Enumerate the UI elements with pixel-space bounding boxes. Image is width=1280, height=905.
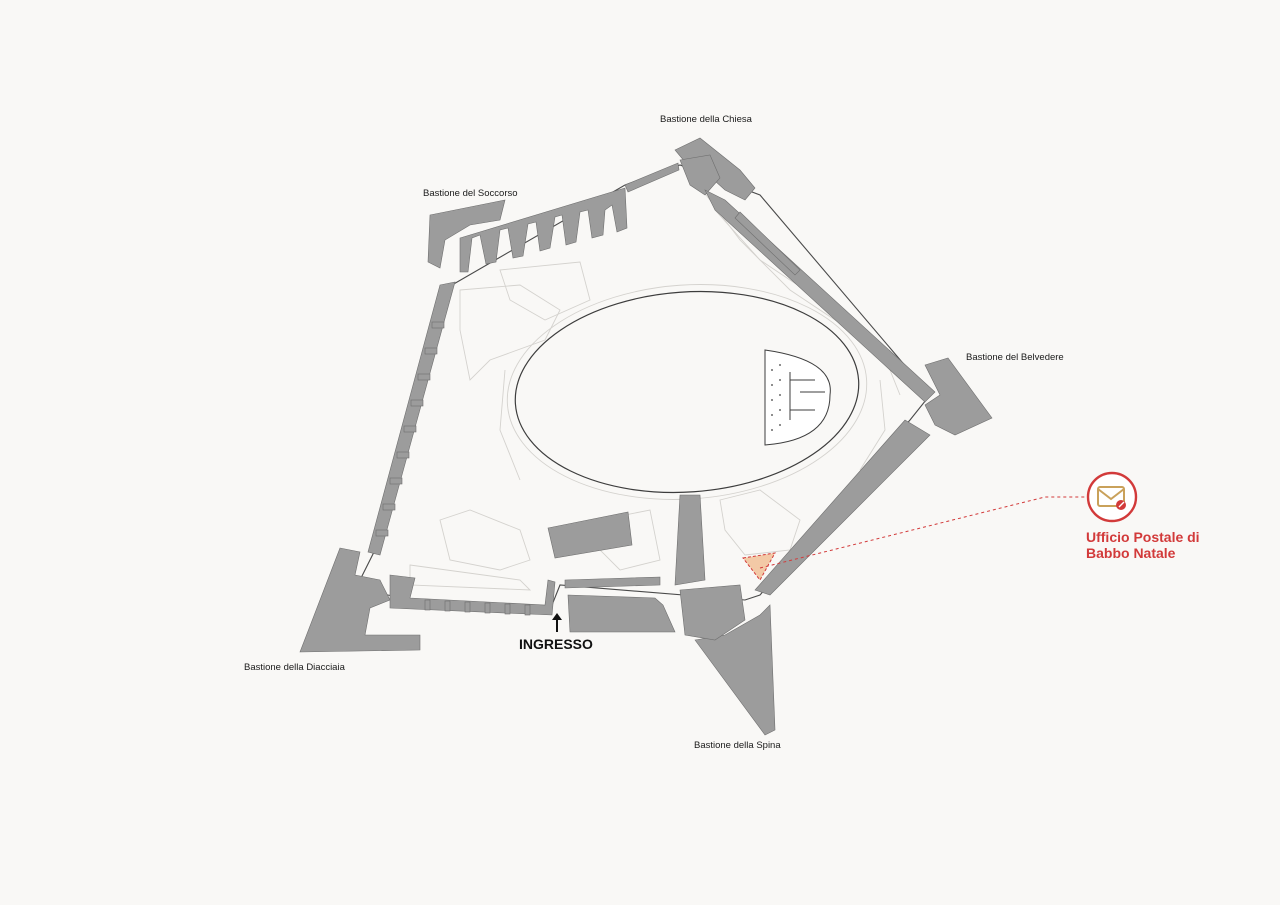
- envelope-pen-icon: [1097, 486, 1126, 510]
- label-bastione-spina: Bastione della Spina: [694, 740, 781, 751]
- entrance-arrow: [552, 613, 562, 632]
- label-bastione-chiesa: Bastione della Chiesa: [660, 114, 753, 125]
- entrance-label: INGRESSO: [519, 636, 593, 652]
- poi-label-line2[interactable]: Babbo Natale: [1086, 545, 1176, 561]
- label-bastione-diacciaia: Bastione della Diacciaia: [244, 662, 346, 673]
- fortress-walls: [299, 137, 993, 736]
- poi-marker[interactable]: [1086, 471, 1138, 523]
- label-bastione-belvedere: Bastione del Belvedere: [966, 352, 1064, 363]
- poi-label-line1[interactable]: Ufficio Postale di: [1086, 529, 1200, 545]
- leader-line: [759, 496, 1085, 569]
- auditorium: [764, 349, 831, 446]
- label-bastione-soccorso: Bastione del Soccorso: [423, 188, 518, 199]
